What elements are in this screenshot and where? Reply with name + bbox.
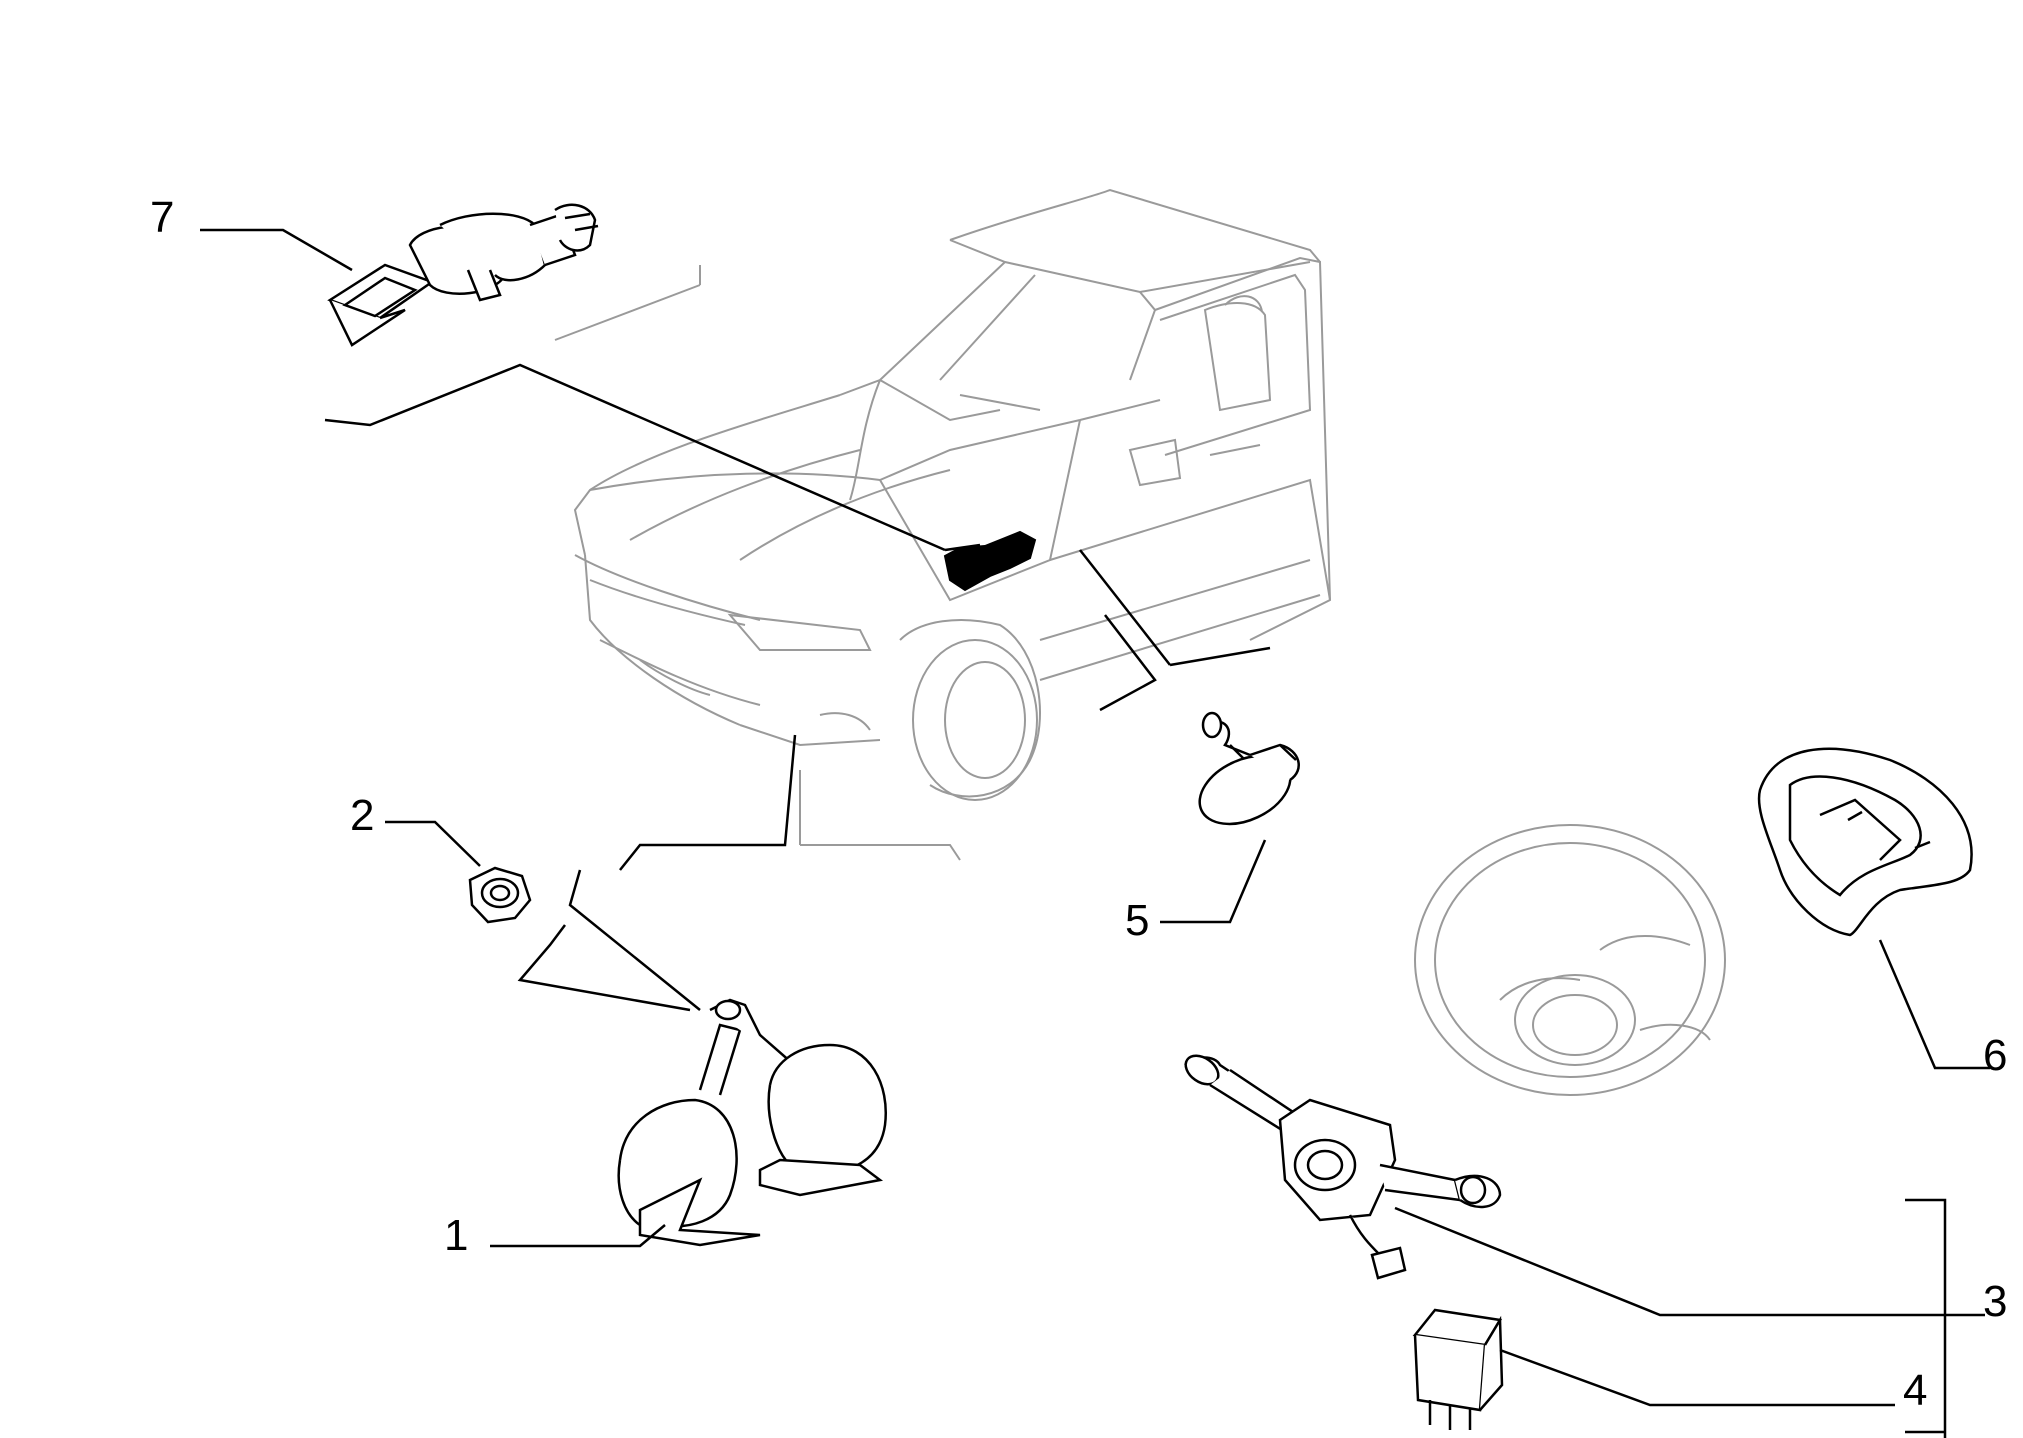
callout-labels: 7 2 5 6 1 3 4	[150, 193, 2007, 1415]
part-4-relay	[1412, 1308, 1504, 1430]
part-2-nut	[468, 866, 532, 924]
callout-7: 7	[150, 193, 174, 242]
part-7-location-marker	[943, 530, 1037, 592]
part-5-side-repeater	[1198, 711, 1300, 826]
callout-4: 4	[1903, 1366, 1927, 1415]
callout-1: 1	[444, 1211, 468, 1260]
steering-wheel	[1414, 824, 1726, 1096]
callout-5: 5	[1125, 896, 1149, 945]
vehicle-outline	[554, 188, 1332, 861]
part-6-airbag-cover	[1757, 747, 1973, 937]
part-7-lock-switch	[327, 203, 599, 347]
part-1-horns	[617, 998, 887, 1247]
part-3-column-switch	[1184, 1054, 1502, 1280]
leader-lines	[200, 228, 1990, 1438]
callout-3: 3	[1983, 1277, 2007, 1326]
callout-6: 6	[1983, 1031, 2007, 1080]
callout-2: 2	[350, 791, 374, 840]
